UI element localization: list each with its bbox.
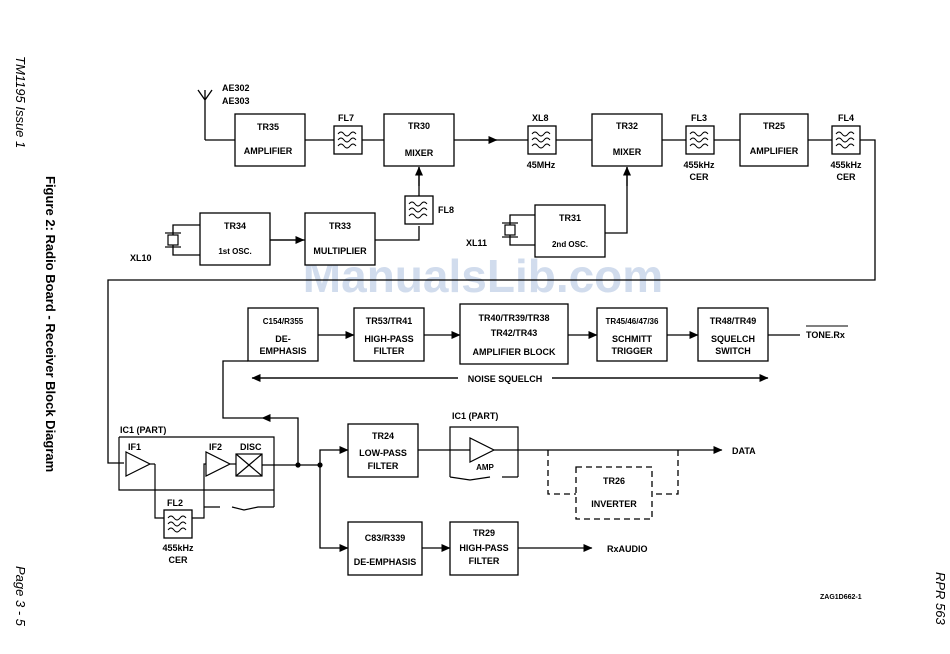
- tr32-name: MIXER: [613, 147, 642, 157]
- xl8-label: XL8: [532, 113, 549, 123]
- tr30-ref: TR30: [408, 121, 430, 131]
- block-tr26-inverter-optional: [547, 450, 679, 520]
- crystal-xl10-icon: [165, 232, 181, 248]
- if1-label: IF1: [128, 442, 141, 452]
- tr34-name: 1st OSC.: [218, 247, 251, 256]
- block-amplifier-block: TR40/TR39/TR38 TR42/TR43 AMPLIFIER BLOCK: [459, 303, 569, 365]
- xl11-label: XL11: [466, 238, 487, 248]
- fl2-type: CER: [168, 555, 188, 565]
- deemph2-name: DE-EMPHASIS: [354, 557, 417, 567]
- deemph1-ref: C154/R355: [263, 317, 304, 326]
- filter-fl3-icon: [685, 125, 715, 155]
- ampblock-ref2: TR42/TR43: [491, 328, 538, 338]
- disc-label: DISC: [240, 442, 262, 452]
- fl4-type: CER: [836, 172, 856, 182]
- deemph2-ref: C83/R339: [365, 533, 406, 543]
- block-tr53-highpass: TR53/TR41 HIGH-PASS FILTER: [353, 307, 425, 362]
- deemph1-line1: DE-: [275, 334, 291, 344]
- xl10-label: XL10: [130, 253, 152, 263]
- amp-label: AMP: [476, 463, 494, 472]
- xl8-frequency: 45MHz: [527, 160, 556, 170]
- squelch-line2: SWITCH: [715, 346, 751, 356]
- junction-dot: [295, 462, 301, 468]
- ic1-if-section: [118, 436, 320, 519]
- tr25-ref: TR25: [763, 121, 785, 131]
- squelch-ref: TR48/TR49: [710, 316, 757, 326]
- block-c83-deemphasis: C83/R339 DE-EMPHASIS: [347, 521, 423, 576]
- ampblock-name: AMPLIFIER BLOCK: [473, 347, 556, 357]
- noise-squelch-label: NOISE SQUELCH: [468, 374, 543, 384]
- tr34-ref: TR34: [224, 221, 246, 231]
- ampblock-ref1: TR40/TR39/TR38: [478, 313, 549, 323]
- tr33-name: MULTIPLIER: [313, 246, 367, 256]
- block-tr30-mixer: TR30 MIXER: [383, 113, 455, 167]
- inverter-name: INVERTER: [591, 499, 637, 509]
- antenna-label-2: AE303: [222, 96, 250, 106]
- tr35-name: AMPLIFIER: [244, 146, 293, 156]
- tr31-name: 2nd OSC.: [552, 240, 588, 249]
- deemph1-line2: EMPHASIS: [259, 346, 306, 356]
- block-schmitt-trigger: TR45/46/47/36 SCHMITT TRIGGER: [596, 307, 668, 362]
- schmitt-line2: TRIGGER: [611, 346, 653, 356]
- hpf1-line1: HIGH-PASS: [364, 334, 413, 344]
- tr35-ref: TR35: [257, 122, 279, 132]
- tr30-name: MIXER: [405, 148, 434, 158]
- ic1-amp-section: [449, 426, 519, 481]
- if2-label: IF2: [209, 442, 222, 452]
- fl3-type: CER: [689, 172, 709, 182]
- tr31-ref: TR31: [559, 213, 581, 223]
- block-squelch-switch: TR48/TR49 SQUELCH SWITCH: [697, 307, 769, 362]
- fl3-frequency: 455kHz: [683, 160, 715, 170]
- block-tr29-highpass: TR29 HIGH-PASS FILTER: [449, 521, 519, 576]
- filter-fl4-icon: [831, 125, 861, 155]
- block-tr34-1st-osc: TR34 1st OSC.: [199, 212, 271, 266]
- squelch-line1: SQUELCH: [711, 334, 755, 344]
- block-tr25-amplifier: TR25 AMPLIFIER: [739, 113, 809, 167]
- block-tr31-2nd-osc: TR31 2nd OSC.: [534, 204, 606, 258]
- fl4-frequency: 455kHz: [830, 160, 862, 170]
- schmitt-ref: TR45/46/47/36: [606, 317, 659, 326]
- hpf2-line2: FILTER: [469, 556, 500, 566]
- schmitt-line1: SCHMITT: [612, 334, 652, 344]
- ic1-right-label: IC1 (PART): [452, 411, 498, 421]
- block-tr33-multiplier: TR33 MULTIPLIER: [304, 212, 376, 266]
- fl2-frequency: 455kHz: [162, 543, 194, 553]
- lpf-ref: TR24: [372, 431, 394, 441]
- filter-fl7-icon: [333, 125, 363, 155]
- inverter-ref: TR26: [603, 476, 625, 486]
- tr25-name: AMPLIFIER: [750, 146, 799, 156]
- block-tr35-amplifier: TR35 AMPLIFIER: [234, 113, 306, 167]
- filter-fl8-icon: [404, 195, 434, 225]
- hpf1-ref: TR53/TR41: [366, 316, 413, 326]
- drawing-reference: ZAG1D662-1: [820, 594, 862, 601]
- output-wiring: [319, 446, 723, 552]
- block-tr24-lowpass: TR24 LOW-PASS FILTER: [347, 423, 419, 478]
- block-tr32-mixer: TR32 MIXER: [591, 113, 663, 167]
- data-output-label: DATA: [732, 446, 756, 456]
- tone-rx-output: TONE.Rx: [806, 330, 845, 340]
- fl7-label: FL7: [338, 113, 354, 123]
- hpf2-ref: TR29: [473, 528, 495, 538]
- fl2-label: FL2: [167, 498, 183, 508]
- block-c154-deemphasis: C154/R355 DE- EMPHASIS: [247, 307, 319, 362]
- fl8-label: FL8: [438, 205, 454, 215]
- hpf2-line1: HIGH-PASS: [459, 543, 508, 553]
- tr32-ref: TR32: [616, 121, 638, 131]
- tr33-ref: TR33: [329, 221, 351, 231]
- hpf1-line2: FILTER: [374, 346, 405, 356]
- lpf-line2: FILTER: [368, 461, 399, 471]
- antenna-label-1: AE302: [222, 83, 250, 93]
- filter-xl8-icon: [527, 125, 557, 155]
- ic1-left-label: IC1 (PART): [120, 425, 166, 435]
- fl4-label: FL4: [838, 113, 854, 123]
- lpf-line1: LOW-PASS: [359, 448, 407, 458]
- crystal-xl11-icon: [502, 222, 518, 238]
- filter-fl2-icon: [163, 509, 193, 539]
- rxaudio-output-label: RxAUDIO: [607, 544, 648, 554]
- fl3-label: FL3: [691, 113, 707, 123]
